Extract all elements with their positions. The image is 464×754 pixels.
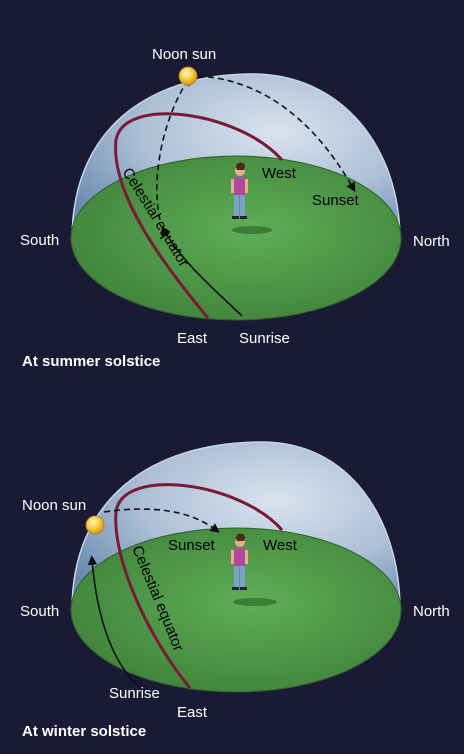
winter-ground-disk	[70, 527, 402, 693]
summer-sunset-path	[197, 75, 356, 193]
summer-noon-sun	[178, 66, 198, 86]
summer-caption: At summer solstice	[22, 353, 160, 370]
summer-celestial-equator-arc	[114, 112, 284, 319]
summer-west-label: West	[262, 165, 297, 182]
summer-north-label: North	[413, 233, 450, 250]
winter-noon-sun	[85, 515, 105, 535]
winter-celestial-equator-arc	[114, 483, 284, 689]
summer-south-label: South	[20, 232, 59, 249]
winter-caption: At winter solstice	[22, 723, 146, 740]
summer-sunset-label: Sunset	[312, 192, 360, 209]
summer-observer-icon	[231, 162, 248, 219]
winter-south-label: South	[20, 603, 59, 620]
winter-sunset-label: Sunset	[168, 537, 216, 554]
summer-observer-shadow	[232, 226, 272, 234]
summer-ground-disk	[70, 155, 402, 321]
winter-panel: Noon sun Sunset West South North Sunrise…	[20, 441, 450, 740]
winter-noon-sun-label: Noon sun	[22, 497, 86, 514]
winter-observer-icon	[231, 533, 248, 590]
summer-sunrise-path-hidden	[156, 75, 191, 221]
winter-sunrise-label: Sunrise	[109, 685, 160, 702]
summer-sunrise-path-front	[161, 225, 243, 317]
winter-sunrise-path	[87, 555, 141, 689]
winter-observer-shadow	[233, 598, 277, 606]
summer-panel: Noon sun West Sunset South North East Su…	[20, 46, 450, 370]
winter-north-label: North	[413, 603, 450, 620]
summer-sunrise-label: Sunrise	[239, 330, 290, 347]
summer-noon-sun-label: Noon sun	[152, 46, 216, 63]
summer-east-label: East	[177, 330, 208, 347]
winter-sunset-path	[103, 508, 220, 533]
winter-east-label: East	[177, 704, 208, 721]
winter-west-label: West	[263, 537, 298, 554]
